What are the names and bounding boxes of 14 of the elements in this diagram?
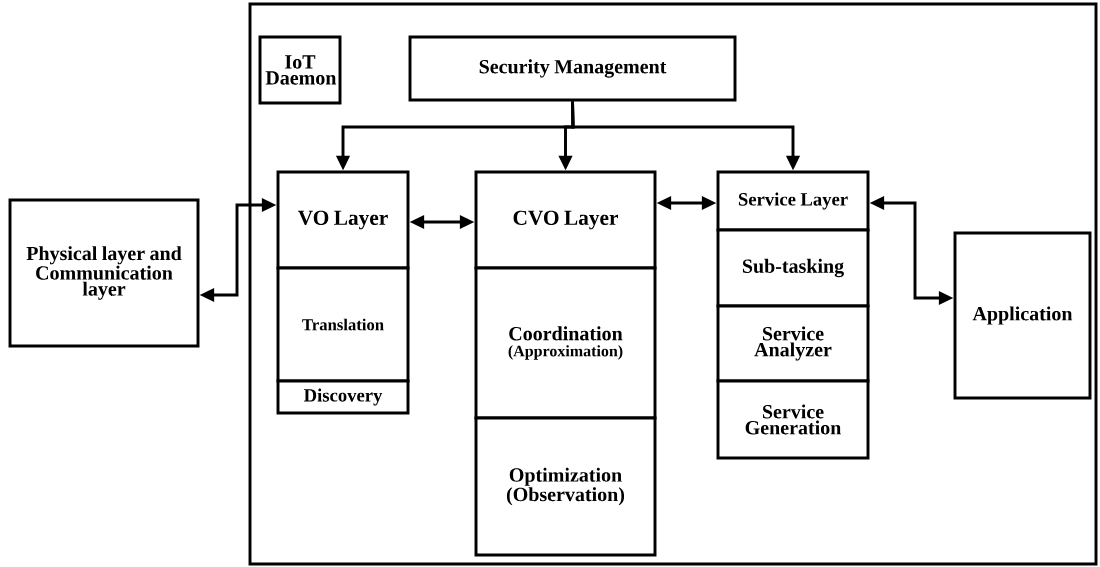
application-box: Application [953,231,1092,400]
layer-box: Service Layer [716,170,870,232]
module-box: Optimization (Observation) [474,416,657,557]
module-box: IoT Daemon [258,35,342,105]
layer-box: VO Layer [276,170,410,270]
module-box: Service Analyzer [716,304,870,383]
module-box: Coordination (Approximation) [474,266,657,420]
module-box: Discovery [276,379,410,415]
frame-box [248,2,1098,566]
layer-box: CVO Layer [474,170,657,270]
module-box: Service Generation [716,379,870,460]
module-box: Sub-tasking [716,228,870,308]
layer-box: Physical layer and Communication layer [8,198,200,348]
module-box: Security Management [408,35,737,102]
